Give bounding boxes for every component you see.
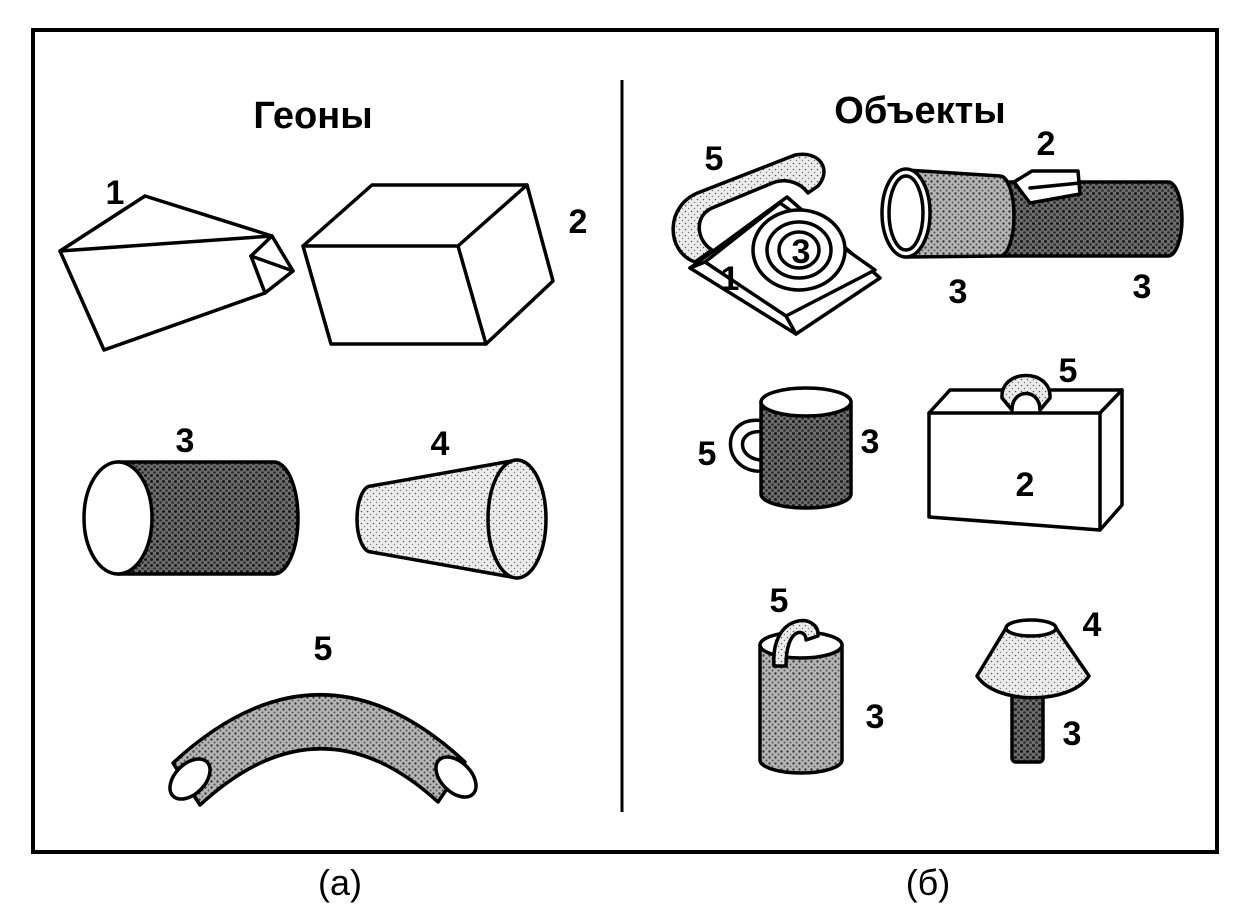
- briefcase-handle-label: 5: [1059, 352, 1078, 390]
- telephone-base-label: 1: [721, 260, 740, 298]
- lamp-object: [975, 618, 1091, 764]
- objects-title: Объекты: [834, 90, 1005, 132]
- lamp-shade-label: 4: [1083, 606, 1102, 644]
- flashlight-body-label: 3: [1133, 268, 1152, 306]
- caption-a: (а): [318, 862, 362, 903]
- geons-title: Геоны: [253, 95, 372, 137]
- flashlight-object: [880, 167, 1184, 259]
- telephone-dial-label: 3: [792, 233, 811, 271]
- bucket-handle-label: 5: [770, 582, 789, 620]
- geon-cone-label: 4: [431, 425, 450, 463]
- bucket-object: [758, 618, 844, 775]
- flashlight-switch-label: 2: [1037, 125, 1056, 163]
- geon-cylinder-shape: [82, 460, 300, 576]
- geon-cylinder-label: 3: [176, 422, 195, 460]
- geon-wedge-shape: [58, 194, 295, 352]
- geon-curved-tube-label: 5: [314, 630, 333, 668]
- briefcase-object: [927, 373, 1124, 532]
- flashlight-head-label: 3: [949, 273, 968, 311]
- geon-wedge-label: 1: [106, 174, 125, 212]
- figure-frame: [31, 28, 1219, 854]
- geon-brick-shape: [301, 183, 555, 346]
- briefcase-body-label: 2: [1016, 466, 1035, 504]
- objects-panel: Объекты 5 3 1 2 3 3: [671, 90, 1184, 903]
- geon-cone-shape: [355, 458, 548, 580]
- geon-brick-label: 2: [569, 203, 588, 241]
- caption-b: (б): [906, 862, 951, 903]
- mug-object: [728, 386, 853, 510]
- telephone-handset-label: 5: [705, 140, 724, 178]
- geons-panel: Геоны 1 2 3 4: [58, 95, 588, 903]
- lamp-stand-label: 3: [1063, 715, 1082, 753]
- telephone-object: [671, 152, 882, 336]
- mug-handle-label: 5: [698, 435, 717, 473]
- mug-body-label: 3: [861, 423, 880, 461]
- bucket-body-label: 3: [866, 698, 885, 736]
- geon-curved-tube-shape: [168, 693, 478, 807]
